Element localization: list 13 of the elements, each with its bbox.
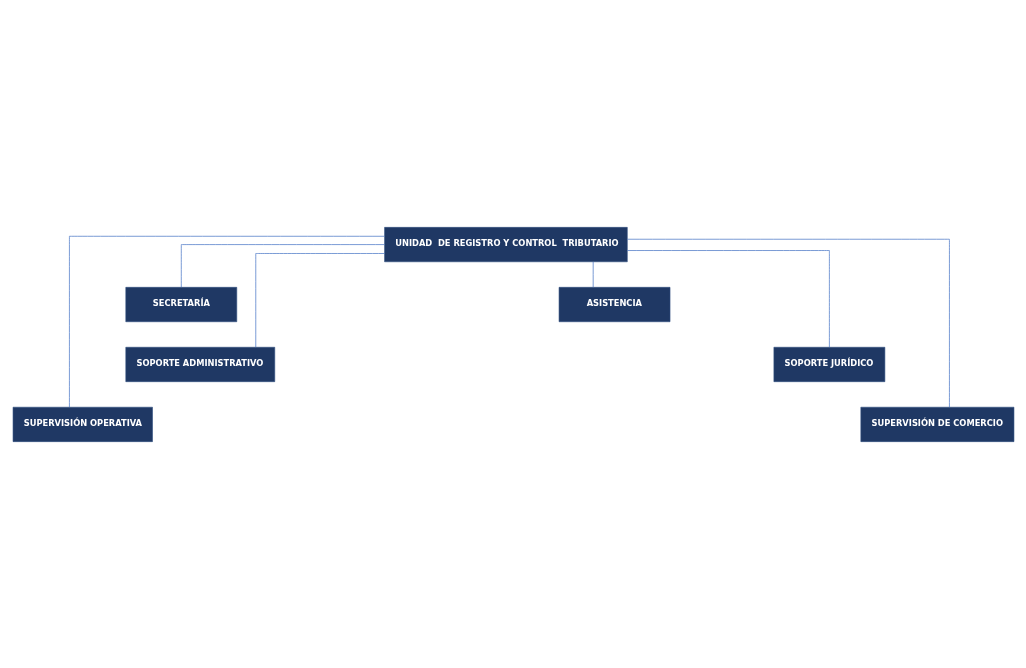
- node-box: SOPORTE JURÍDICO: [773, 346, 885, 382]
- connector: [254, 252, 385, 347]
- node-box: ASISTENCIA: [558, 286, 670, 322]
- node-box: SUPERVISIÓN OPERATIVA: [12, 406, 153, 442]
- node-box: SOPORTE ADMINISTRATIVO: [125, 346, 275, 382]
- connector: [592, 261, 594, 288]
- connector: [68, 235, 385, 407]
- connector: [626, 249, 830, 348]
- connector: [180, 243, 385, 288]
- node-box: SECRETARÍA: [125, 286, 237, 322]
- node-box: SUPERVISIÓN DE COMERCIO: [860, 406, 1014, 442]
- node-box: UNIDAD DE REGISTRO Y CONTROL TRIBUTARIO: [383, 226, 628, 262]
- connector: [626, 238, 950, 407]
